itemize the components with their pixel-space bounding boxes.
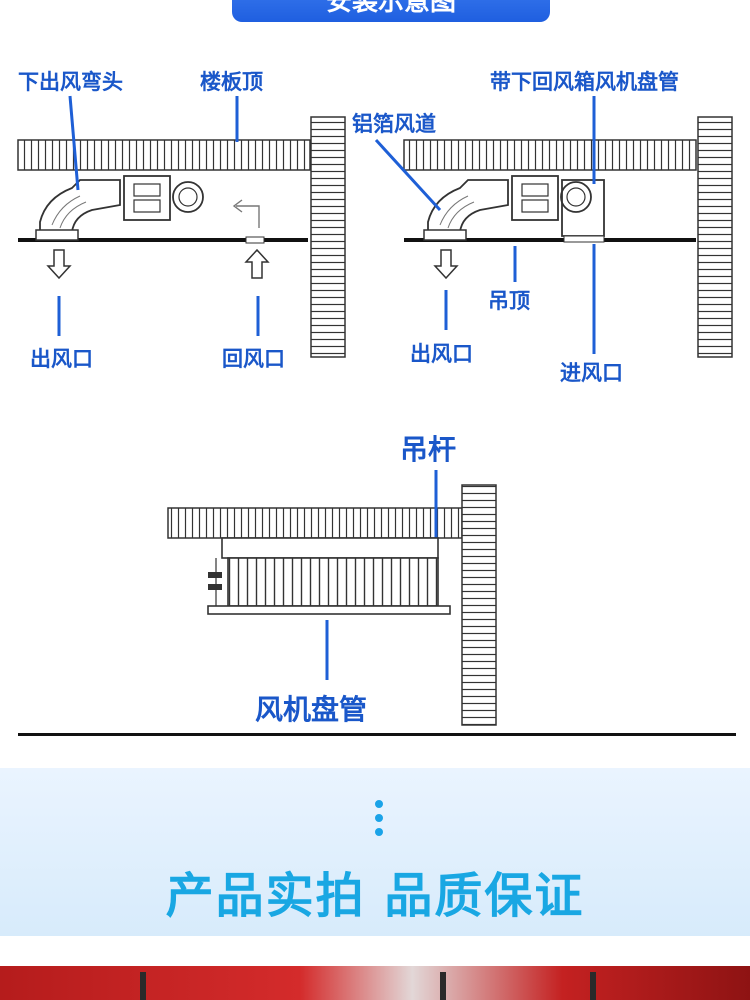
product-photo-banner: 产品实拍 品质保证 [0,768,750,936]
wall-right [697,116,733,358]
fan-coil-fins [227,557,439,607]
return-arrow [244,248,270,279]
page-title-banner: 安装示意图 [232,0,550,22]
floor-slab-right [403,139,697,171]
label-unit-with-return-box: 带下回风箱风机盘管 [490,70,679,94]
label-inlet: 进风口 [560,361,623,385]
wall [310,116,346,358]
label-ceiling: 吊顶 [488,289,530,313]
wall-bottom [461,484,497,726]
floor-slab-bottom [167,507,463,539]
label-outlet-left: 出风口 [30,347,93,371]
label-return-inlet: 回风口 [222,347,285,371]
product-photo-preview [0,966,750,1000]
elbow-duct [39,179,121,233]
fan-unit-right [511,175,559,221]
section-divider [18,733,736,736]
label-elbow: 下出风弯头 [18,70,123,94]
outlet-arrow [46,249,72,280]
fan-coil-base [207,605,451,615]
dots-icon [372,800,386,840]
label-foil-duct: 铝箔风道 [352,112,436,136]
elbow-duct-right [427,179,509,233]
right-diagram: 带下回风箱风机盘管 铝箔风道 吊顶 出风口 进风口 [352,70,733,385]
page-title: 安装示意图 [325,0,456,17]
label-outlet-right: 出风口 [410,342,473,366]
label-fan-coil: 风机盘管 [255,693,367,726]
banner-title: 产品实拍 品质保证 [165,868,585,924]
installation-diagram: 下出风弯头 楼板顶 出风口 回风口 带下回风箱风机盘管 铝箔风道 吊顶 [17,70,733,726]
fan-unit [123,175,171,221]
fan-coil-top-casing [221,537,439,559]
floor-slab [17,139,311,171]
left-diagram: 下出风弯头 楼板顶 出风口 回风口 [17,70,346,371]
label-hanger-rod: 吊杆 [400,433,456,466]
diffuser [35,229,79,241]
bottom-diagram: 吊杆 风机盘管 [167,433,497,726]
label-floor-slab: 楼板顶 [200,70,263,94]
